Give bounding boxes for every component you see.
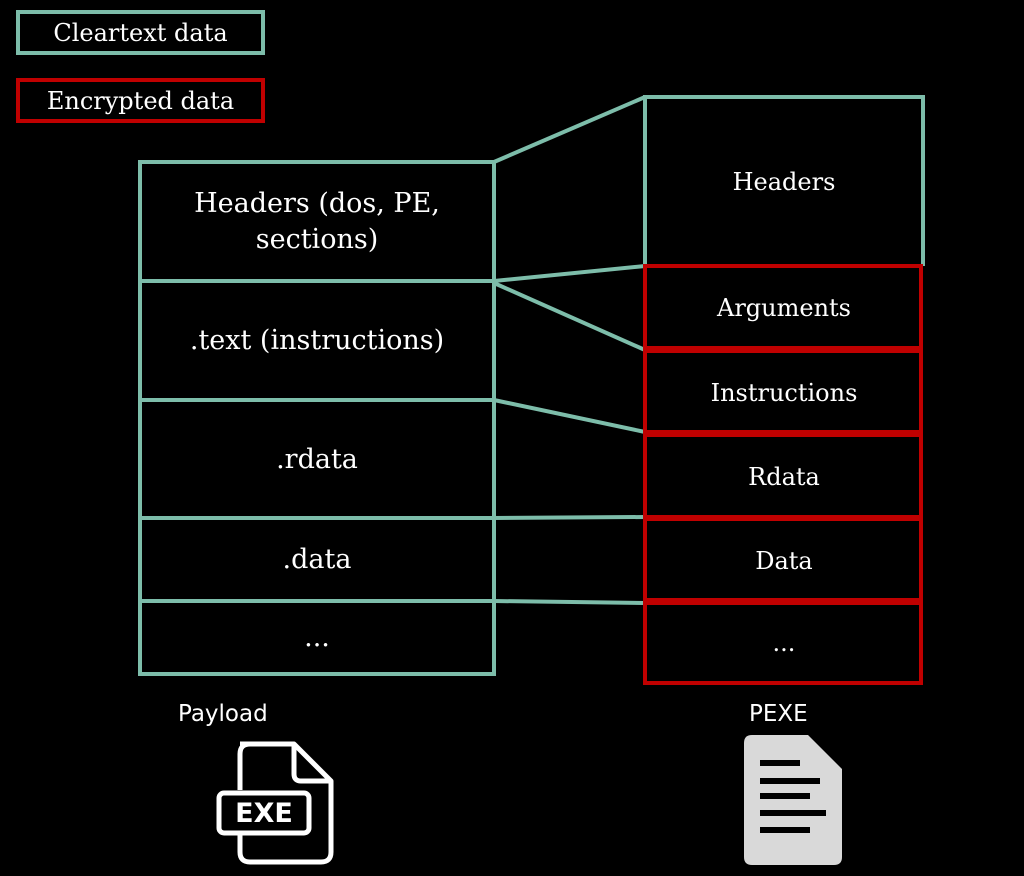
exe-file-icon: EXE [214,740,336,866]
payload-section-label: .data [282,544,352,575]
pexe-section-label: Data [755,546,813,575]
pexe-section-label: Instructions [710,378,858,407]
connector-data [493,599,646,605]
pexe-section-more: ... [647,605,921,681]
payload-section-label: ... [304,621,330,653]
pexe-section-instructions: Instructions [647,353,921,432]
pexe-section-label: ... [772,629,796,657]
connector-text-bottom [493,398,646,434]
pexe-section-label: Arguments [716,294,851,322]
pexe-section-label: Rdata [748,463,820,491]
pexe-section-rdata: Rdata [647,437,921,517]
payload-section-headers: Headers (dos, PE, sections) [142,164,492,280]
payload-section-rdata: .rdata [142,402,492,517]
legend-cleartext: Cleartext data [16,10,265,55]
pexe-caption: PEXE [749,701,808,727]
pexe-section-label: Headers [732,168,836,196]
legend-encrypted: Encrypted data [16,78,265,123]
connector-headers-bottom [493,264,646,283]
connector-rdata [493,515,646,520]
payload-outline [138,160,496,676]
pexe-section-arguments: Arguments [647,268,921,348]
document-icon [744,735,842,865]
payload-section-data: .data [142,520,492,600]
payload-section-label: Headers (dos, PE, sections) [194,188,440,255]
connector-text-top [493,281,646,352]
pexe-headers-outline [643,95,925,266]
legend-encrypted-label: Encrypted data [46,86,235,115]
legend-cleartext-label: Cleartext data [53,18,228,47]
exe-icon-text: EXE [235,797,293,829]
payload-section-text: .text (instructions) [142,283,492,399]
payload-caption: Payload [178,701,268,727]
payload-section-label: .text (instructions) [189,325,445,356]
pexe-section-data: Data [647,521,921,600]
connector-headers-top [493,95,646,164]
payload-section-label: .rdata [276,443,358,475]
pexe-section-headers: Headers [647,99,921,265]
payload-section-more: ... [142,603,492,672]
